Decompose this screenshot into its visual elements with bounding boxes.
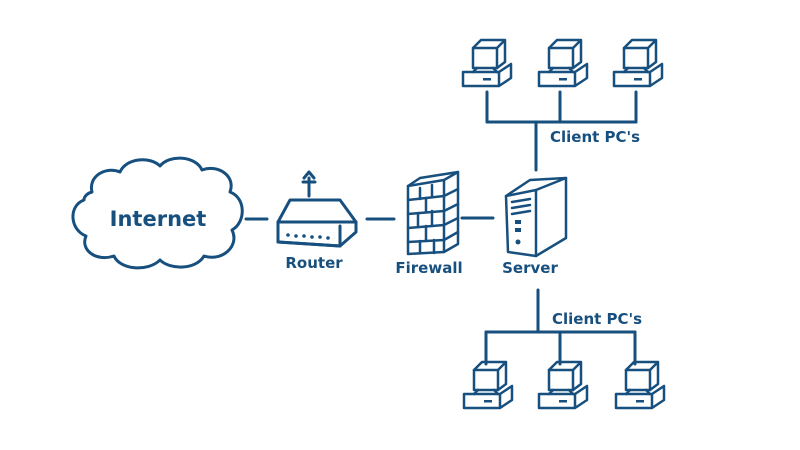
client-group-bottom: Client PC's xyxy=(462,310,666,410)
router-icon xyxy=(276,170,358,248)
desktop-pc-icon xyxy=(612,38,664,88)
firewall-label: Firewall xyxy=(395,259,462,277)
router-lights xyxy=(286,233,330,240)
client-group-top: Client PC's xyxy=(461,38,664,146)
router-node: Router xyxy=(276,170,358,272)
router-label: Router xyxy=(285,254,343,272)
server-lights xyxy=(515,220,521,245)
server-icon xyxy=(504,176,568,258)
desktop-pc-icon xyxy=(537,360,589,410)
desktop-pc-icon xyxy=(614,360,666,410)
server-label: Server xyxy=(502,259,558,277)
firewall-node: Firewall xyxy=(395,170,463,277)
internet-node: Internet xyxy=(71,156,244,270)
desktop-pc-icon xyxy=(462,360,514,410)
internet-label: Internet xyxy=(110,207,207,231)
firewall-icon xyxy=(406,170,460,256)
cloud-icon xyxy=(71,156,244,270)
server-node: Server xyxy=(502,176,568,277)
connections xyxy=(244,90,638,366)
desktop-pc-icon xyxy=(461,38,513,88)
client-group-bottom-label: Client PC's xyxy=(552,310,642,328)
desktop-pc-icon xyxy=(537,38,589,88)
client-group-top-label: Client PC's xyxy=(550,128,640,146)
